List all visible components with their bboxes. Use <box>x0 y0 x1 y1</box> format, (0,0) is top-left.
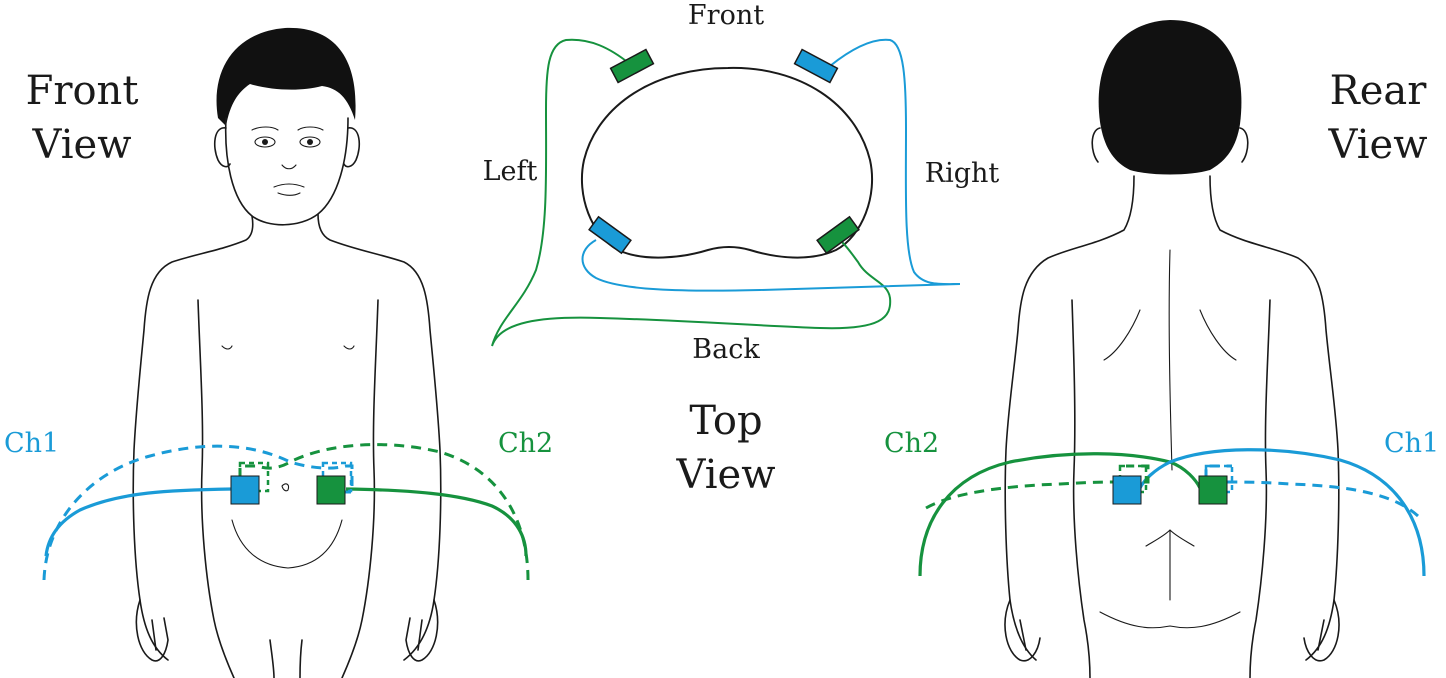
front-ch1-label: Ch1 <box>4 428 59 459</box>
top-ch2-wire <box>491 38 892 347</box>
top-back-left-electrode <box>588 215 632 255</box>
rear-ch1-wire-solid <box>1138 448 1426 577</box>
top-front-label: Front <box>688 0 764 31</box>
front-ear-right <box>343 127 361 168</box>
front-hand-left <box>135 599 169 662</box>
top-torso-outline <box>580 66 874 259</box>
front-ch1-wire-solid <box>44 487 233 557</box>
front-belly <box>231 519 343 569</box>
front-nipple-right <box>343 345 355 350</box>
rear-ch2-wire-solid <box>918 452 1202 577</box>
rear-scapula-left <box>1103 309 1141 361</box>
front-view-title-line2: View <box>32 122 132 168</box>
rear-hand-left <box>1004 599 1041 662</box>
front-ch2-wire-solid <box>345 487 528 557</box>
front-ch1-rear-electrode-outline <box>321 461 353 493</box>
rear-ch1-label: Ch1 <box>1384 428 1439 459</box>
front-ch2-electrode <box>316 475 346 505</box>
rear-ears <box>1091 127 1249 163</box>
top-left-label: Left <box>483 156 538 187</box>
front-hair <box>216 27 356 126</box>
front-ch2-rear-electrode-outline <box>238 461 270 493</box>
rear-hand-right <box>1303 599 1340 662</box>
rear-ch2-label: Ch2 <box>884 428 939 459</box>
front-nipple-left <box>221 345 233 350</box>
front-hand-right <box>405 599 439 662</box>
rear-torso <box>1004 175 1340 678</box>
front-ch2-label: Ch2 <box>498 428 553 459</box>
rear-ch1-electrode <box>1112 475 1142 505</box>
rear-channel-wires <box>918 448 1426 577</box>
rear-ch1-wire-dashed <box>1204 464 1420 518</box>
top-front-right-electrode <box>793 48 839 84</box>
rear-view-title-line2: View <box>1328 122 1428 168</box>
top-view-title-line2: View <box>676 452 776 498</box>
rear-spine <box>1168 249 1173 471</box>
top-front-left-electrode <box>609 48 655 84</box>
rear-scapula-right <box>1199 309 1237 361</box>
top-back-label: Back <box>692 334 760 365</box>
front-torso <box>132 213 442 678</box>
front-channel-wires <box>42 443 530 581</box>
front-head <box>224 117 349 226</box>
front-ch1-wire-dashed <box>42 444 354 581</box>
front-ch1-electrode <box>230 475 260 505</box>
rear-hair <box>1098 20 1242 175</box>
rear-ch2-electrode <box>1198 475 1228 505</box>
front-face <box>251 126 324 196</box>
front-view-title-line1: Front <box>26 68 139 114</box>
rear-view-figure <box>1004 20 1340 678</box>
top-ch1-wire <box>581 38 961 292</box>
top-view-title-line1: Top <box>689 398 762 444</box>
front-ear-left <box>213 127 231 168</box>
front-view-figure <box>132 27 442 678</box>
top-right-label: Right <box>925 158 1000 189</box>
rear-view-title-line1: Rear <box>1330 68 1428 114</box>
top-back-right-electrode <box>816 215 860 255</box>
front-navel <box>281 483 290 492</box>
front-ch2-wire-dashed <box>238 443 530 581</box>
rear-buttocks <box>1099 529 1241 629</box>
top-view-diagram <box>491 38 961 347</box>
